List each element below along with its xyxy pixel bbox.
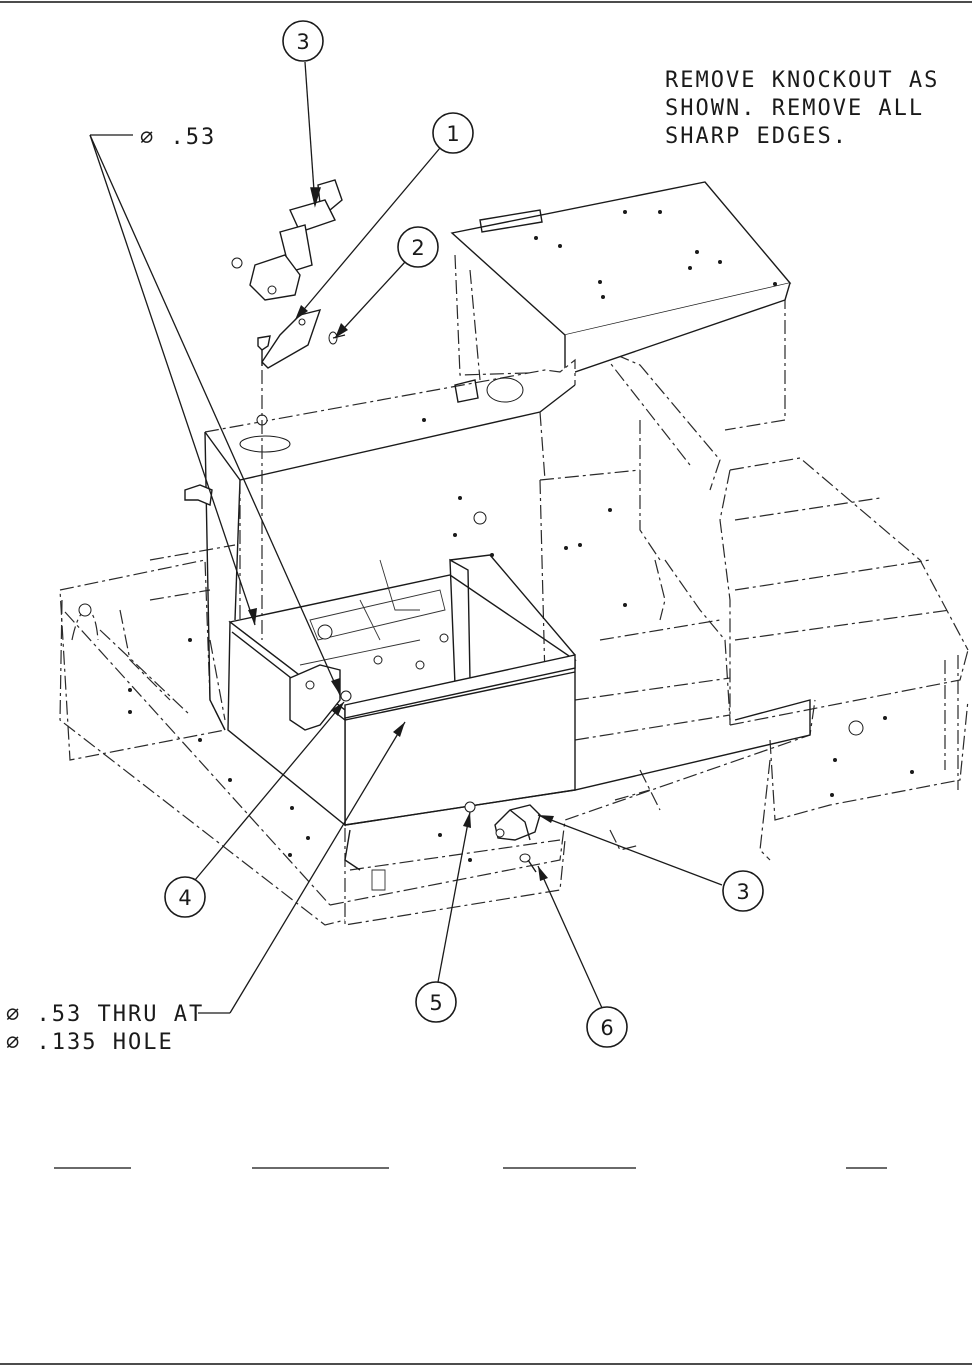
callout-label: 6 — [600, 1016, 613, 1040]
front-cross-rail — [344, 699, 914, 891]
knockout-note-line-1: REMOVE KNOCKOUT AS — [665, 68, 939, 93]
callout-label: 1 — [446, 122, 459, 146]
left-rail-holes — [78, 603, 310, 857]
diameter-note-top: ∅ .53 — [140, 125, 216, 150]
safety-switch-part-bottom — [494, 804, 541, 841]
callout-label: 3 — [296, 30, 309, 54]
callout-3-top: 3 — [282, 20, 324, 62]
callout-6: 6 — [586, 1006, 628, 1048]
callout-2: 2 — [397, 226, 439, 268]
seat-box — [450, 181, 792, 373]
dash-tower — [184, 358, 627, 731]
diameter-thru-line-1: ∅ .53 THRU AT — [6, 1002, 204, 1027]
callout-label: 5 — [429, 991, 442, 1015]
bracket-part-1 — [257, 309, 322, 369]
knockout-note-line-3: SHARP EDGES. — [665, 124, 848, 149]
callout-label: 2 — [411, 236, 424, 260]
callout-label: 3 — [736, 880, 749, 904]
battery-tray — [227, 554, 577, 827]
diameter-thru-note: ∅ .53 THRU AT ∅ .135 HOLE — [6, 1002, 204, 1055]
safety-switch-part-top — [231, 179, 343, 301]
callout-3-bottom: 3 — [722, 870, 764, 912]
pin-part-6 — [519, 853, 537, 873]
leader-lines — [89, 61, 723, 1014]
callout-1: 1 — [432, 112, 474, 154]
knockout-note-line-2: SHOWN. REMOVE ALL — [665, 96, 924, 121]
callout-4: 4 — [164, 876, 206, 918]
callout-label: 4 — [178, 886, 191, 910]
knockout-note: REMOVE KNOCKOUT AS SHOWN. REMOVE ALL SHA… — [665, 68, 939, 149]
diameter-thru-line-2: ∅ .135 HOLE — [6, 1030, 174, 1055]
callout-5: 5 — [415, 981, 457, 1023]
